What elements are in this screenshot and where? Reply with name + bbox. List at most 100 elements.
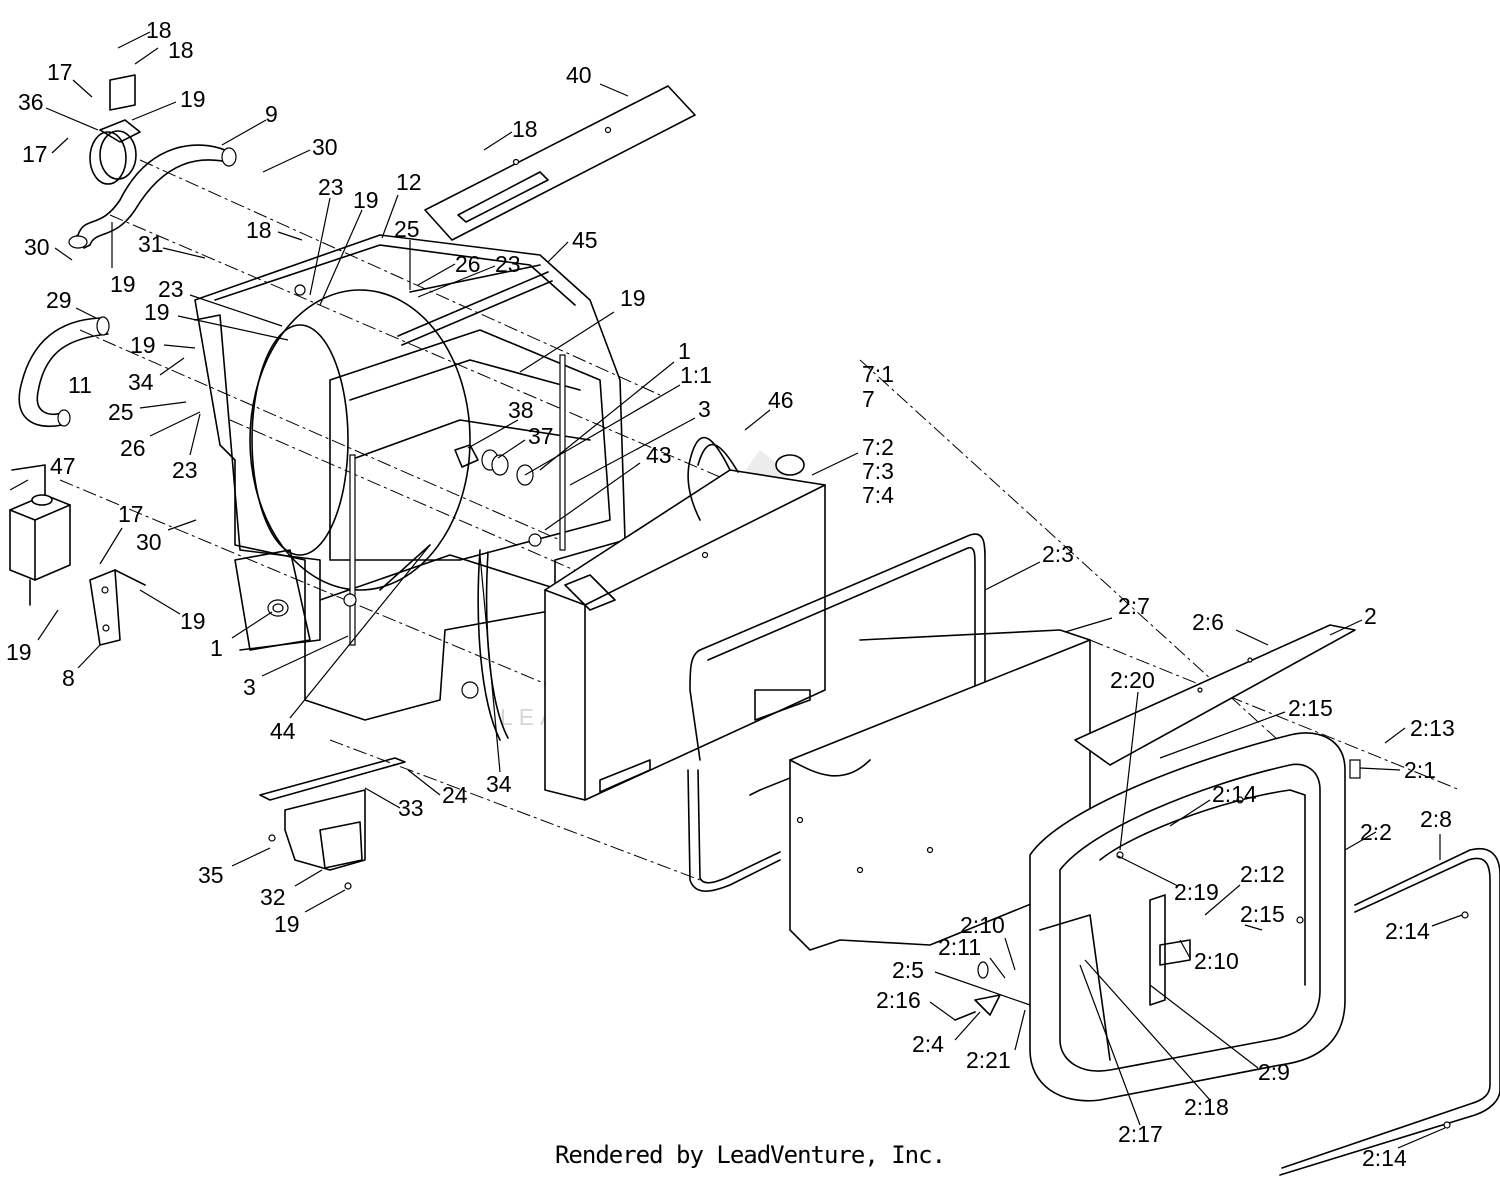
callout-label: 30 <box>136 529 162 555</box>
lower-frame-bracket <box>194 314 321 651</box>
callout-label: 7:4 <box>862 482 894 508</box>
callout-label: 2:14 <box>1212 781 1257 807</box>
callout-label: 38 <box>508 397 534 423</box>
callout-label: 43 <box>646 442 672 468</box>
callout-label: 1 <box>210 635 223 661</box>
shroud-rod <box>397 264 553 346</box>
callout-label: 2:20 <box>1110 667 1155 693</box>
callout-label: 2:4 <box>912 1031 944 1057</box>
render-credit: Rendered by LeadVenture, Inc. <box>554 1141 946 1169</box>
leader-lines <box>9 31 1463 1149</box>
callout-label: 29 <box>46 287 72 313</box>
callout-label: 30 <box>312 134 338 160</box>
callout-label: 23 <box>495 251 521 277</box>
callout-label: 2:21 <box>966 1047 1011 1073</box>
callout-label: 2:13 <box>1410 715 1455 741</box>
callout-label: 9 <box>265 101 278 127</box>
callout-label: 19 <box>353 187 379 213</box>
lower-hose <box>18 316 110 427</box>
callout-label: 23 <box>158 276 184 302</box>
callout-label: 7:1 <box>862 361 894 387</box>
callout-label: 19 <box>274 911 300 937</box>
side-panel <box>789 629 1091 951</box>
callout-label: 26 <box>120 435 146 461</box>
callout-label: 2 <box>1364 603 1377 629</box>
callout-label: 40 <box>566 62 592 88</box>
callout-label: 2:16 <box>876 987 921 1013</box>
callout-label: 25 <box>108 399 134 425</box>
callout-label: 2:18 <box>1184 1094 1229 1120</box>
callout-label: 8 <box>62 665 75 691</box>
callout-label: 44 <box>270 718 296 744</box>
callout-label: 2:7 <box>1118 593 1150 619</box>
callout-label: 23 <box>318 174 344 200</box>
callout-label: 2:5 <box>892 957 924 983</box>
callout-label: 19 <box>110 271 136 297</box>
callout-label: 34 <box>486 771 512 797</box>
callout-label: 37 <box>528 423 554 449</box>
side-screen-frame <box>1279 848 1500 1176</box>
callout-label: 7:2 <box>862 434 894 460</box>
callout-label: 18 <box>168 37 194 63</box>
callout-label: 7 <box>862 386 875 412</box>
callout-label: 17 <box>47 59 73 85</box>
radiator <box>544 436 826 801</box>
callout-label: 2:11 <box>938 934 981 960</box>
thermostat-housing <box>89 74 141 185</box>
callout-label: 7:3 <box>862 458 894 484</box>
callout-label: 32 <box>260 884 286 910</box>
callout-label: 26 <box>455 251 481 277</box>
hose-fittings <box>454 444 542 547</box>
callout-label: 1 <box>678 338 691 364</box>
callout-label: 31 <box>138 231 164 257</box>
callout-label: 19 <box>620 285 646 311</box>
fan-shroud <box>194 234 626 721</box>
callout-labels: 18 18 17 36 19 17 9 30 40 18 23 19 12 18… <box>6 17 1455 1171</box>
callout-label: 36 <box>18 89 44 115</box>
callout-label: 11 <box>68 372 92 398</box>
callout-label: 2:10 <box>960 912 1005 938</box>
callout-label: 18 <box>146 17 172 43</box>
callout-label: 19 <box>180 608 206 634</box>
callout-label: 46 <box>768 387 794 413</box>
callout-label: 19 <box>144 299 170 325</box>
lower-mount-bracket <box>259 757 406 890</box>
top-grille-panel <box>1074 624 1356 766</box>
reservoir-bracket <box>89 569 146 646</box>
callout-label: 2:8 <box>1420 806 1452 832</box>
callout-label: 24 <box>442 782 468 808</box>
callout-label: 33 <box>398 795 424 821</box>
callout-label: 18 <box>512 116 538 142</box>
callout-label: 18 <box>246 217 272 243</box>
callout-label: 2:14 <box>1362 1145 1407 1171</box>
callout-label: 3 <box>243 674 256 700</box>
callout-label: 19 <box>180 86 206 112</box>
callout-label: 2:15 <box>1240 901 1285 927</box>
callout-label: 35 <box>198 862 224 888</box>
callout-label: 1:1 <box>680 362 712 388</box>
callout-label: 2:3 <box>1042 541 1074 567</box>
callout-label: 2:6 <box>1192 609 1224 635</box>
top-cover-panel <box>424 85 696 241</box>
callout-label: 2:15 <box>1288 695 1333 721</box>
latch-assembly <box>954 961 1001 1021</box>
callout-label: 2:14 <box>1385 918 1430 944</box>
callout-label: 2:2 <box>1360 819 1392 845</box>
coolant-reservoir <box>9 464 71 606</box>
callout-label: 12 <box>396 169 422 195</box>
front-grille-frame <box>1029 732 1361 1102</box>
callout-label: 19 <box>6 639 32 665</box>
callout-label: 2:17 <box>1118 1121 1163 1147</box>
callout-label: 47 <box>50 453 76 479</box>
callout-label: 30 <box>24 234 50 260</box>
callout-label: 23 <box>172 457 198 483</box>
callout-label: 2:12 <box>1240 861 1285 887</box>
callout-label: 2:10 <box>1194 948 1239 974</box>
callout-label: 25 <box>394 216 420 242</box>
callout-label: 17 <box>118 501 144 527</box>
callout-label: 17 <box>22 141 48 167</box>
callout-label: 2:9 <box>1258 1059 1290 1085</box>
callout-label: 34 <box>128 369 154 395</box>
callout-label: 2:1 <box>1404 757 1436 783</box>
